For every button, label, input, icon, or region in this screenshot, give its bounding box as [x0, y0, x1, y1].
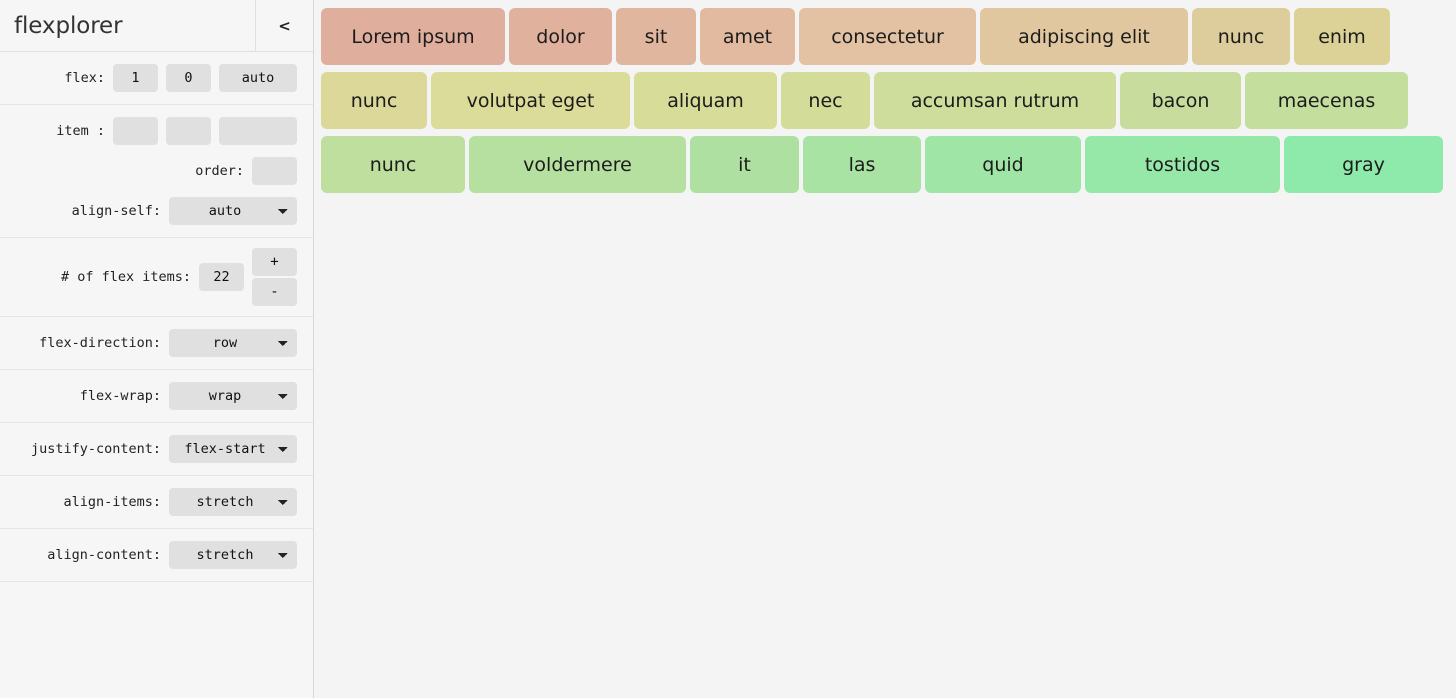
flex-item[interactable]: adipiscing elit	[980, 8, 1188, 65]
flex-container: Lorem ipsum dolor sit amet consectetur adipis…	[321, 8, 1456, 200]
flex-wrap-select[interactable]: nowrapwrapwrap-reverse	[169, 382, 297, 410]
sidebar-section-item-count: # of flex items: +-	[0, 238, 313, 317]
flex-item-label: adipiscing elit	[1018, 25, 1150, 48]
flex-item[interactable]: nunc	[321, 72, 427, 129]
control-row: align-items: stretchflex-startflex-endcen…	[0, 486, 297, 518]
flex-grow-input[interactable]	[113, 64, 158, 92]
flex-shrink-input[interactable]	[166, 64, 211, 92]
chevron-left-icon[interactable]: <	[255, 0, 313, 52]
flex-item[interactable]: nec	[781, 72, 870, 129]
flex-item-label: Lorem ipsum	[351, 25, 475, 48]
control-row: flex-wrap: nowrapwrapwrap-reverse	[0, 380, 297, 412]
flex-item[interactable]: consectetur	[799, 8, 976, 65]
flex-item[interactable]: bacon	[1120, 72, 1241, 129]
flex-item[interactable]: gray	[1284, 136, 1443, 193]
flex-item[interactable]: maecenas	[1245, 72, 1408, 129]
control-label: flex-direction:	[39, 335, 161, 351]
flex-item[interactable]: voldermere	[469, 136, 686, 193]
align-self-select[interactable]: autoflex-startflex-endcenterbaselinestre…	[169, 197, 297, 225]
control-row: flex:	[0, 62, 297, 94]
sidebar-controls: flex: item : order: align-self: autoflex-sta…	[0, 52, 313, 582]
flex-item-label: aliquam	[667, 89, 744, 112]
flex-item[interactable]: las	[803, 136, 921, 193]
flex-item-label: volutpat eget	[466, 89, 595, 112]
flex-item-label: quid	[982, 153, 1024, 176]
align-content-select[interactable]: stretchflex-startflex-endcenterspace-bet…	[169, 541, 297, 569]
sidebar-section-item-settings: item : order: align-self: autoflex-startfle…	[0, 105, 313, 238]
item-flex-grow-input[interactable]	[113, 117, 158, 145]
control-row: # of flex items: +-	[0, 248, 297, 306]
flex-item-label: maecenas	[1277, 89, 1376, 112]
flex-item-label: nunc	[350, 89, 398, 112]
flex-item-label: nec	[808, 89, 843, 112]
sidebar-section-align-content-section: align-content: stretchflex-startflex-endc…	[0, 529, 313, 582]
flex-item-label: nunc	[369, 153, 417, 176]
main-content: Lorem ipsum dolor sit amet consectetur adipis…	[314, 0, 1456, 698]
remove-item-button[interactable]: -	[252, 278, 297, 306]
sidebar-section-flex-direction-section: flex-direction: rowrow-reversecolumncolum…	[0, 317, 313, 370]
flex-item[interactable]: enim	[1294, 8, 1390, 65]
flex-item-label: gray	[1342, 153, 1385, 176]
sidebar-section-flex-shorthand: flex:	[0, 52, 313, 105]
item-flex-shrink-input[interactable]	[166, 117, 211, 145]
justify-content-select[interactable]: flex-startflex-endcenterspace-betweenspa…	[169, 435, 297, 463]
control-label: align-items:	[63, 494, 161, 510]
sidebar-section-flex-wrap-section: flex-wrap: nowrapwrapwrap-reverse	[0, 370, 313, 423]
flex-item-label: nunc	[1217, 25, 1265, 48]
flex-item-label: it	[738, 153, 751, 176]
flex-item-label: bacon	[1151, 89, 1210, 112]
flex-item[interactable]: it	[690, 136, 799, 193]
control-row: item :	[0, 115, 297, 147]
flex-direction-select[interactable]: rowrow-reversecolumncolumn-reverse	[169, 329, 297, 357]
control-label: item :	[56, 123, 105, 139]
flex-item[interactable]: nunc	[321, 136, 465, 193]
sidebar-header: flexplorer <	[0, 0, 313, 52]
control-row: order:	[0, 155, 297, 187]
control-label: flex-wrap:	[79, 388, 161, 404]
app-title: flexplorer	[14, 12, 123, 39]
control-label: # of flex items:	[60, 269, 191, 285]
flex-item-label: enim	[1318, 25, 1366, 48]
add-item-button[interactable]: +	[252, 248, 297, 276]
align-items-select[interactable]: stretchflex-startflex-endcenterbaseline	[169, 488, 297, 516]
flex-item-label: voldermere	[523, 153, 632, 176]
flex-item[interactable]: accumsan rutrum	[874, 72, 1116, 129]
flex-basis-input[interactable]	[219, 64, 297, 92]
flex-item[interactable]: tostidos	[1085, 136, 1280, 193]
flex-item[interactable]: Lorem ipsum	[321, 8, 505, 65]
flex-item[interactable]: amet	[700, 8, 795, 65]
flex-item-label: las	[848, 153, 876, 176]
control-label: justify-content:	[30, 441, 161, 457]
item-flex-basis-input[interactable]	[219, 117, 297, 145]
flex-item-label: sit	[644, 25, 668, 48]
control-label: align-self:	[71, 203, 161, 219]
control-row: flex-direction: rowrow-reversecolumncolum…	[0, 327, 297, 359]
flex-item[interactable]: sit	[616, 8, 696, 65]
item-count-stepper: +-	[252, 248, 297, 306]
control-label: flex:	[64, 70, 105, 86]
control-label: order:	[195, 163, 244, 179]
sidebar-section-justify-content-section: justify-content: flex-startflex-endcenter…	[0, 423, 313, 476]
flex-item-label: accumsan rutrum	[910, 89, 1080, 112]
flex-item-label: tostidos	[1144, 153, 1221, 176]
sidebar-section-align-items-section: align-items: stretchflex-startflex-endcen…	[0, 476, 313, 529]
flex-item[interactable]: volutpat eget	[431, 72, 630, 129]
control-label: align-content:	[47, 547, 161, 563]
sidebar: flexplorer < flex: item : order: align-self…	[0, 0, 314, 698]
flex-item[interactable]: nunc	[1192, 8, 1290, 65]
flex-item-label: amet	[722, 25, 773, 48]
flex-item-label: dolor	[536, 25, 585, 48]
order-input[interactable]	[252, 157, 297, 185]
flex-item-label: consectetur	[831, 25, 944, 48]
flex-item-count-input[interactable]	[199, 263, 244, 291]
control-row: align-content: stretchflex-startflex-endc…	[0, 539, 297, 571]
flex-item[interactable]: aliquam	[634, 72, 777, 129]
control-row: align-self: autoflex-startflex-endcenterb…	[0, 195, 297, 227]
flex-item[interactable]: dolor	[509, 8, 612, 65]
flex-item[interactable]: quid	[925, 136, 1081, 193]
control-row: justify-content: flex-startflex-endcenter…	[0, 433, 297, 465]
